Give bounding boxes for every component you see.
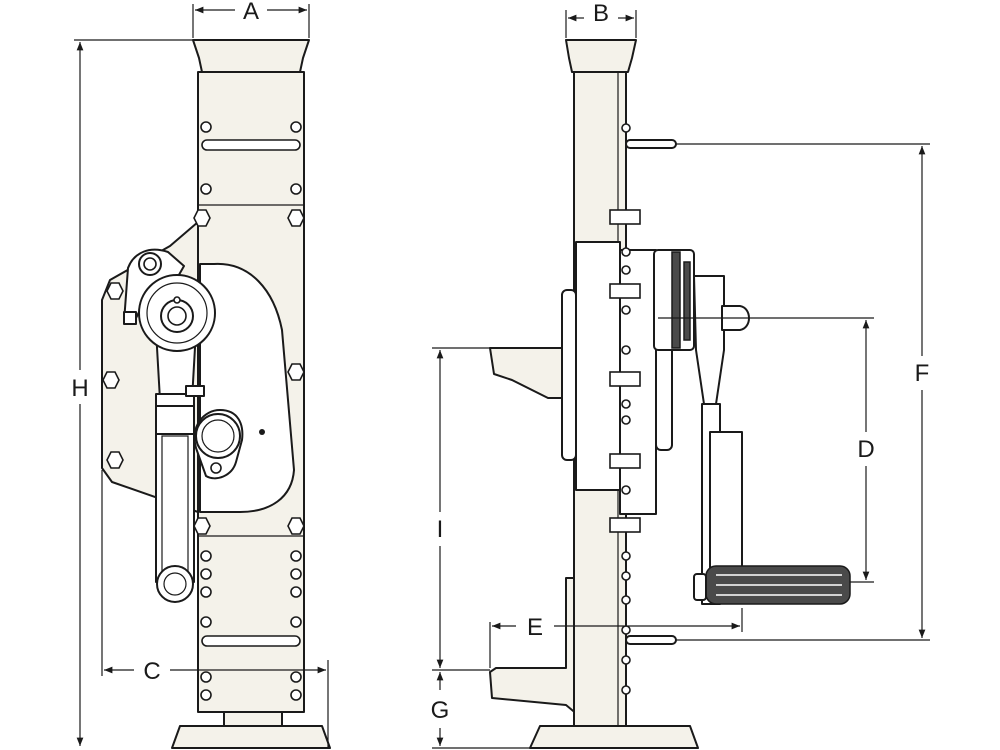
front-casing-rivet [259,429,265,435]
front-gear-boss-outer [195,413,241,459]
side-housing-rim [561,289,577,461]
side-top-saddle [565,39,637,73]
side-top-pin [625,139,677,149]
front-pawl-pin-inner [143,257,157,271]
side-gear-housing [575,241,621,491]
side-crank-arm [693,275,725,405]
dimension-lines [74,4,930,749]
side-base-foot [529,725,699,749]
dim-label-g: G [431,697,450,724]
front-gear-boss-hole [210,462,222,474]
dim-label-e: E [527,614,543,641]
side-bolt-heads [609,209,641,533]
front-handle-shaft [155,405,195,435]
side-bottom-pin [625,635,677,645]
dim-label-d: D [857,436,874,463]
front-crank-clamp [185,385,205,397]
side-view [489,39,851,749]
side-head-claw [489,347,569,399]
side-rack-teeth [621,123,631,695]
dim-label-b: B [593,0,609,27]
front-handle-knob-inner [163,572,187,596]
dim-label-a: A [243,0,259,25]
front-hex-bolts [102,209,305,535]
front-hub-keyhole [173,296,181,304]
front-hub-bore [167,306,187,326]
front-base-plate [223,711,283,727]
front-top-saddle [192,39,310,73]
dim-label-i: I [437,516,444,543]
front-hub-ring [146,282,208,344]
side-grip-cap [693,573,707,601]
dim-label-c: C [143,658,160,685]
front-slot [201,635,301,647]
side-ratchet-disk [683,261,691,341]
side-handle-tube [709,431,743,583]
front-handle-knob [156,565,194,603]
dim-label-h: H [71,375,88,402]
side-grip-ridges [716,574,842,596]
front-base-foot [171,725,331,749]
front-gear-boss-inner [201,419,235,453]
front-rivets [200,121,302,701]
side-ratchet-disk [671,251,681,349]
front-slot [201,139,301,151]
front-view [101,39,331,749]
front-pawl-block [123,311,137,325]
dim-label-f: F [915,360,930,387]
